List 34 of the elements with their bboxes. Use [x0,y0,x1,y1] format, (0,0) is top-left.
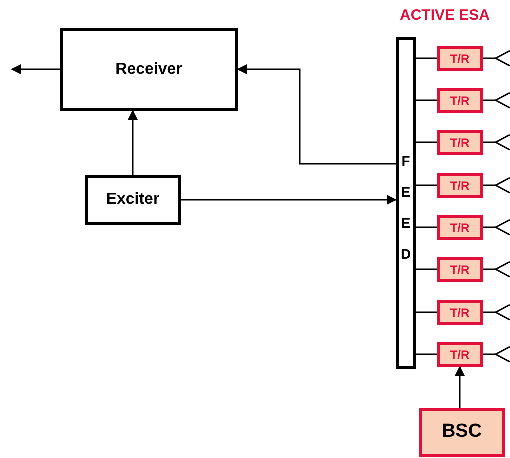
connector-line [416,226,437,228]
module-box: T/R [437,46,483,71]
antenna-line [483,346,510,363]
feed-bar: FEED [396,37,416,369]
antenna-line [483,134,510,151]
antenna-line [483,304,510,321]
controller-box: BSC [419,408,505,457]
connector-line [416,354,437,356]
block-box: Exciter [85,175,181,225]
connector-line [416,312,437,314]
antenna-line [483,261,510,278]
antenna-line [483,50,510,67]
arrow [181,195,397,205]
connector-line [416,100,437,102]
antenna-line [483,92,510,109]
module-box: T/R [437,257,483,282]
module-box: T/R [437,342,483,367]
antenna-line [483,219,510,236]
arrow [11,64,60,74]
connector-line [416,268,437,270]
arrow [128,110,138,175]
block-box: Receiver [60,28,238,111]
array-title: ACTIVE ESA [400,6,490,26]
module-box: T/R [437,88,483,113]
arrow [237,64,396,165]
module-box: T/R [437,215,483,240]
arrow [455,366,465,408]
module-box: T/R [437,300,483,325]
module-box: T/R [437,130,483,155]
connector-line [416,58,437,60]
connector-line [416,184,437,186]
connector-line [416,142,437,144]
antenna-line [483,177,510,194]
module-box: T/R [437,173,483,198]
